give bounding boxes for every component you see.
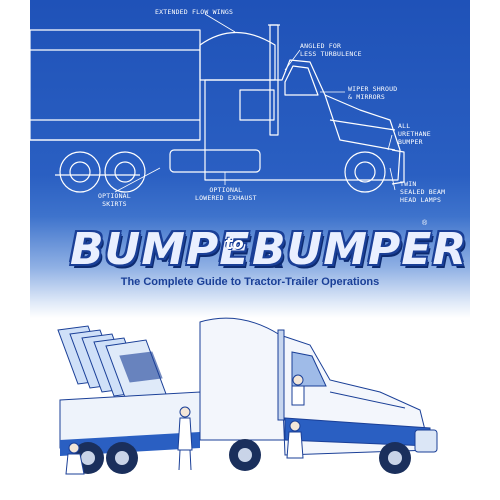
title-connector: to [225, 234, 244, 253]
blueprint-flow-wing [199, 31, 276, 81]
label-optional-lowered-exhaust: Optional lowered exhaust [195, 186, 257, 202]
trademark-symbol: ® [422, 220, 428, 227]
blueprint-bumper [391, 149, 405, 185]
label-angled-for-less-turbulence: Angled for less turbulence [300, 42, 362, 58]
stacked-manuals-icon [57, 325, 167, 401]
blueprint-fuel-tank [169, 149, 261, 173]
blueprint-background [30, 0, 470, 318]
title-word-bumper-2: BUMPER [252, 224, 468, 275]
blueprint-truck-drawing [29, 13, 405, 193]
label-extended-flow-wings: Extended flow wings [155, 8, 234, 16]
label-wiper-shroud-mirrors: Wiper shroud & mirrors [348, 85, 398, 101]
subtitle: The Complete Guide to Tractor-Trailer Op… [120, 276, 380, 288]
blueprint-wheel-front [344, 151, 386, 193]
label-all-urethane-bumper: All urethane bumper [398, 122, 431, 146]
label-twin-sealed-beam-headlamps: Twin sealed beam head lamps [400, 180, 446, 204]
blueprint-wheel-rear-1 [59, 151, 101, 193]
title-word-bumper-1: BUMPER [70, 224, 286, 275]
illustration-people [65, 374, 305, 475]
illustration-tractor [199, 317, 438, 456]
label-optional-skirts: Optional skirts [98, 192, 131, 208]
title-logo: BUMPER to BUMPER ® [70, 218, 466, 278]
blueprint-wheel-rear-2 [104, 151, 146, 193]
